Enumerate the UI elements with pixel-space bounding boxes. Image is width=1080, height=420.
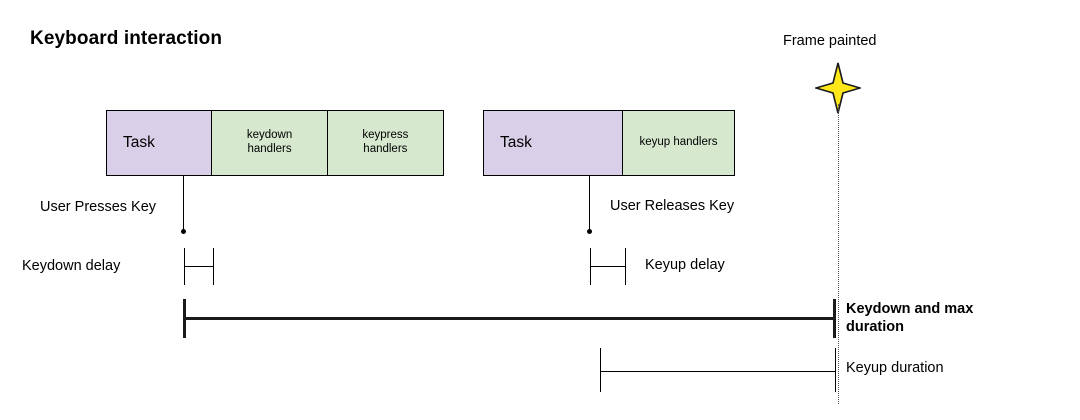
keyup-duration-span — [600, 371, 835, 372]
keyup-duration-tick-start — [600, 348, 601, 392]
keyup-duration-label: Keyup duration — [846, 360, 944, 376]
keypress-handlers-line2: handlers — [363, 143, 408, 155]
keydown-delay-label: Keydown delay — [22, 258, 121, 274]
page-title: Keyboard interaction — [30, 28, 223, 49]
keyup-delay-label: Keyup delay — [645, 257, 725, 273]
task-cell-keypress-handlers: keypress handlers — [327, 111, 443, 175]
user-releases-key-dot — [587, 229, 592, 234]
keydown-task-group: Task keydown handlers keypress handlers — [106, 110, 444, 176]
task-cell-keydown-handlers: keydown handlers — [212, 111, 328, 175]
keyup-delay-tick-end — [625, 248, 626, 285]
frame-painted-label: Frame painted — [783, 33, 877, 49]
keydown-max-duration-label: Keydown and max duration — [846, 300, 1026, 336]
keyup-delay-span — [590, 266, 625, 267]
task-cell-task-2: Task — [484, 111, 623, 175]
user-presses-key-label: User Presses Key — [40, 199, 157, 215]
keydown-delay-tick-end — [213, 248, 214, 285]
keydown-handlers-line1: keydown — [246, 129, 293, 142]
keydown-duration-span — [183, 317, 835, 320]
task-cell-keyup-handlers: keyup handlers — [622, 111, 734, 175]
keydown-duration-tick-end — [833, 299, 836, 338]
keyup-task-group: Task keyup handlers — [483, 110, 735, 176]
keypress-handlers-line1: keypress — [362, 129, 409, 142]
keydown-delay-span — [184, 266, 213, 267]
user-releases-key-connector — [589, 176, 590, 232]
user-releases-key-label: User Releases Key — [610, 198, 735, 214]
user-presses-key-dot — [181, 229, 186, 234]
user-presses-key-connector — [183, 176, 184, 232]
keydown-handlers-line2: handlers — [247, 143, 292, 155]
keydown-max-duration-line2: duration — [846, 319, 904, 336]
keydown-max-duration-line1: Keydown and max — [846, 301, 974, 317]
frame-painted-timeline — [838, 104, 839, 404]
task-cell-task: Task — [107, 111, 213, 175]
keyup-duration-tick-end — [835, 348, 836, 392]
